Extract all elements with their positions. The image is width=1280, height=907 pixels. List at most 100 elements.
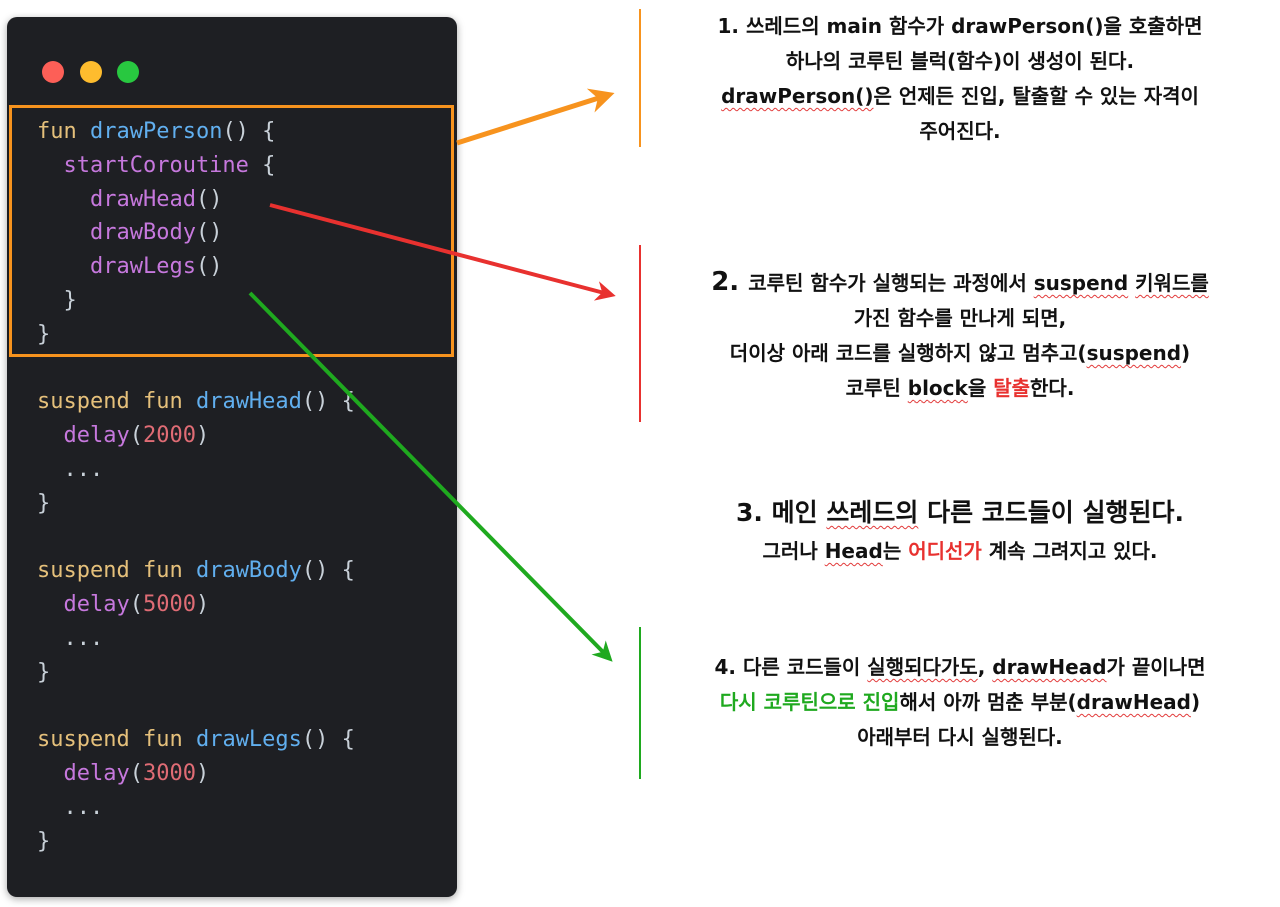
code-token: (): [195, 220, 223, 246]
code-line: }: [37, 656, 50, 690]
code-line: delay(5000): [37, 588, 209, 622]
note-text: 하나의 코루틴 블럭(함수)이 생성이 된다.: [785, 49, 1135, 73]
code-line: }: [37, 825, 50, 859]
code-line: startCoroutine {: [37, 149, 275, 183]
note-text: 2.: [711, 267, 749, 297]
drawperson-highlight-box: [9, 105, 454, 357]
code-token: drawLegs: [37, 254, 196, 280]
note-text: 더이상 아래 코드를 실행하지 않고 멈추고(: [729, 341, 1087, 365]
note-text: 아래부터 다시 실행된다.: [857, 725, 1063, 749]
code-token: delay: [37, 592, 130, 618]
note-text: 다른 코드들이 실행된다.: [918, 498, 1184, 527]
code-token: startCoroutine: [37, 152, 249, 178]
note-text: 1. 쓰레드의 main 함수가 drawPerson()을 호출하면: [717, 14, 1203, 38]
note-text: 3. 메인: [736, 498, 827, 527]
note-text: 다시 코루틴으로 진입: [719, 690, 900, 714]
note-text: 코루틴: [845, 376, 908, 400]
note-text: 키워드를: [1135, 271, 1209, 295]
note-text: drawHead: [1076, 690, 1191, 714]
code-line: }: [37, 284, 77, 318]
code-line: delay(3000): [37, 757, 209, 791]
code-window: fun drawPerson() { startCoroutine { draw…: [7, 17, 457, 897]
note-text: ): [1181, 341, 1191, 365]
note4-bar: [639, 627, 641, 779]
code-token: (: [129, 761, 143, 787]
code-token: 2000: [142, 423, 196, 449]
code-token: }: [37, 490, 51, 516]
code-token: }: [37, 828, 51, 854]
code-token: ...: [37, 457, 104, 482]
code-token: ): [195, 423, 210, 449]
note-text: 4. 다른 코드들이: [714, 655, 868, 679]
code-token: drawBody: [195, 558, 302, 584]
note-text: drawPerson(): [721, 84, 874, 108]
note1-bar: [639, 9, 641, 147]
note-line: 코루틴 block을 탈출한다.: [655, 371, 1265, 406]
note-text: 가진 함수를 만나게 되면,: [853, 306, 1067, 330]
code-line: ...: [37, 453, 103, 487]
code-token: {: [248, 152, 276, 178]
code-token: (): [195, 186, 223, 212]
note-text: 가 끝이나면: [1106, 655, 1206, 679]
code-token: 5000: [142, 592, 196, 618]
code-line: drawBody(): [37, 216, 222, 250]
code-token: drawBody: [37, 220, 196, 246]
code-token: }: [37, 321, 51, 347]
code-token: suspend fun: [37, 389, 196, 415]
code-token: delay: [37, 423, 130, 449]
code-token: suspend fun: [37, 727, 196, 753]
note-line: 하나의 코루틴 블럭(함수)이 생성이 된다.: [655, 44, 1265, 79]
code-token: suspend fun: [37, 558, 196, 584]
note-text: suspend: [1033, 271, 1129, 295]
note2-bar: [639, 245, 641, 422]
note-text: 는: [882, 539, 909, 563]
code-token: }: [37, 288, 77, 313]
code-line: drawHead(): [37, 183, 222, 217]
code-token: fun: [37, 119, 90, 144]
code-token: drawPerson: [89, 119, 223, 144]
note-text: drawHead: [992, 655, 1107, 679]
note-text: 해서 아까 멈춘 부분(: [899, 690, 1077, 714]
code-line: ...: [37, 622, 103, 656]
code-line: fun drawPerson() {: [37, 115, 275, 149]
code-token: drawHead: [195, 389, 302, 415]
code-token: ): [195, 761, 210, 787]
code-line: drawLegs(): [37, 250, 222, 284]
note-text: 어디선가: [908, 539, 982, 563]
note-text: 그러나: [762, 539, 825, 563]
code-line: ...: [37, 791, 103, 825]
code-line: suspend fun drawBody() {: [37, 554, 355, 588]
window-close-dot[interactable]: [42, 61, 64, 83]
code-token: (: [129, 423, 143, 449]
note-line: 주어진다.: [655, 114, 1265, 149]
note-text: ,: [977, 655, 993, 679]
note-text: 한다.: [1030, 376, 1075, 400]
note-line: 4. 다른 코드들이 실행되다가도, drawHead가 끝이나면: [655, 650, 1265, 685]
note-3: 3. 메인 쓰레드의 다른 코드들이 실행된다.그러나 Head는 어디선가 계…: [655, 492, 1265, 569]
code-token: delay: [37, 761, 130, 787]
note-text: 주어진다.: [919, 119, 1001, 143]
note-text: Head: [824, 539, 883, 563]
code-token: drawLegs: [195, 727, 302, 753]
code-token: (: [129, 592, 143, 618]
note-text: 코루틴 함수가 실행되는 과정에서: [748, 271, 1034, 295]
note-line: drawPerson()은 언제든 진입, 탈출할 수 있는 자격이: [655, 79, 1265, 114]
note-line: 3. 메인 쓰레드의 다른 코드들이 실행된다.: [655, 492, 1265, 534]
note-text: suspend: [1086, 341, 1182, 365]
window-minimize-dot[interactable]: [80, 61, 102, 83]
code-token: () {: [301, 558, 355, 584]
note-line: 그러나 Head는 어디선가 계속 그려지고 있다.: [655, 534, 1265, 569]
window-maximize-dot[interactable]: [117, 61, 139, 83]
code-token: () {: [301, 727, 355, 753]
code-line: suspend fun drawHead() {: [37, 385, 355, 419]
note-line: 2. 코루틴 함수가 실행되는 과정에서 suspend 키워드를: [655, 265, 1265, 301]
note-line: 다시 코루틴으로 진입해서 아까 멈춘 부분(drawHead): [655, 685, 1265, 720]
note-text: block: [907, 376, 968, 400]
code-token: 3000: [142, 761, 196, 787]
note-text: 실행되다가도: [867, 655, 978, 679]
note-line: 아래부터 다시 실행된다.: [655, 720, 1265, 755]
note-text: 탈출: [993, 376, 1031, 400]
